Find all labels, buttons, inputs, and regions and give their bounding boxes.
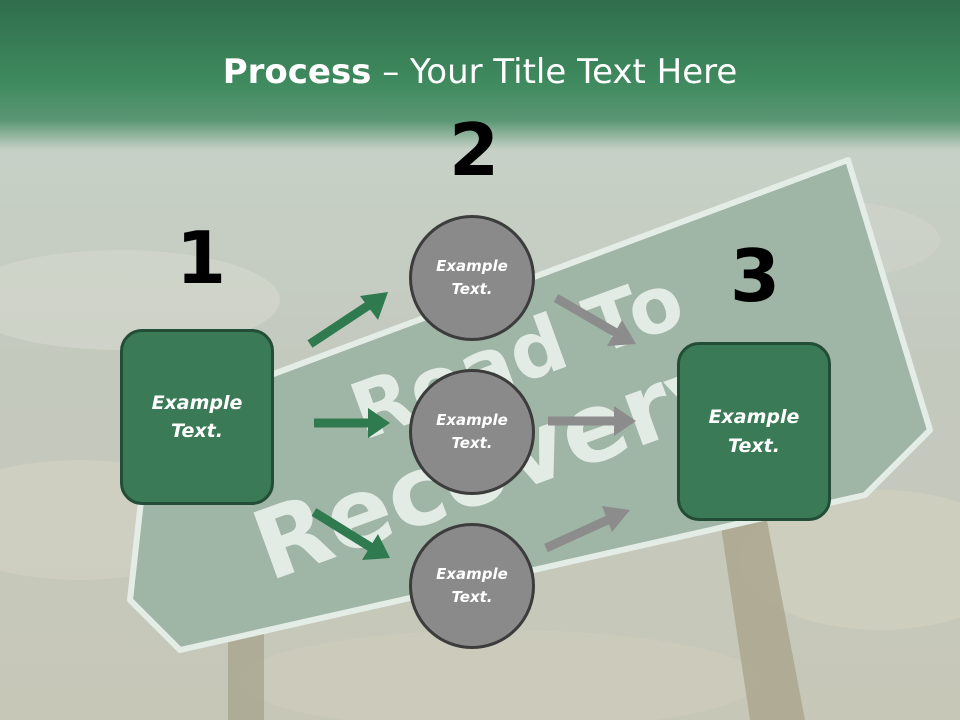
arrow-right-gray xyxy=(548,406,636,436)
step-3-text-line2: Text. xyxy=(728,434,780,457)
title-rest: – Your Title Text Here xyxy=(371,52,738,92)
circle-bot-line2: Text. xyxy=(451,588,493,606)
title-bar xyxy=(0,0,960,150)
circle-top-line1: Example xyxy=(436,256,508,275)
circle-mid-line2: Text. xyxy=(451,434,493,452)
step-number-1: 1 xyxy=(176,216,227,300)
arrow-right-green xyxy=(314,408,390,438)
step-3-text-line1: Example xyxy=(708,406,800,428)
arrow-down-right-gray xyxy=(553,294,636,346)
circle-mid-line1: Example xyxy=(436,410,508,429)
step-1-text-line2: Text. xyxy=(171,420,223,442)
arrow-down-right-green xyxy=(311,508,390,560)
page-title: Process – Your Title Text Here xyxy=(0,52,960,92)
circle-top-line2: Text. xyxy=(451,280,493,298)
step-number-2: 2 xyxy=(449,108,500,192)
arrow-up-right-gray xyxy=(544,506,630,553)
arrow-up-right-green xyxy=(307,292,388,348)
title-bold: Process xyxy=(222,52,372,92)
step-number-3: 3 xyxy=(730,234,781,318)
step-1-text-line1: Example xyxy=(151,391,243,414)
circle-bot-line1: Example xyxy=(436,564,508,583)
